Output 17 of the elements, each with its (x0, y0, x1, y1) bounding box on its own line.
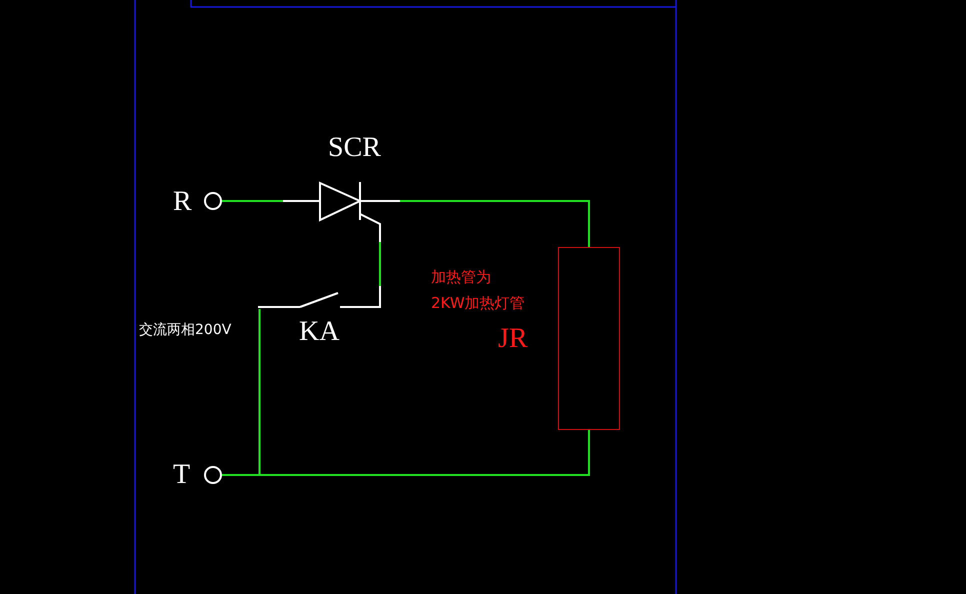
component-label: JR (498, 324, 528, 355)
switch-symbol (258, 286, 382, 309)
thyristor-symbol (283, 180, 400, 242)
terminal-circle (204, 466, 222, 484)
terminal-circle (204, 192, 222, 210)
wire (400, 200, 590, 247)
wire (222, 200, 283, 202)
component-note: 2KW加热灯管 (431, 293, 526, 314)
component-label: SCR (328, 133, 381, 164)
wire (222, 430, 590, 476)
component-label: T (173, 460, 190, 491)
component-label: R (173, 187, 192, 218)
supply-label: 交流两相200V (139, 323, 232, 338)
component-label: KA (299, 317, 340, 348)
heating-element (558, 247, 620, 430)
component-note: 加热管为 (431, 267, 492, 288)
wire (379, 242, 381, 286)
